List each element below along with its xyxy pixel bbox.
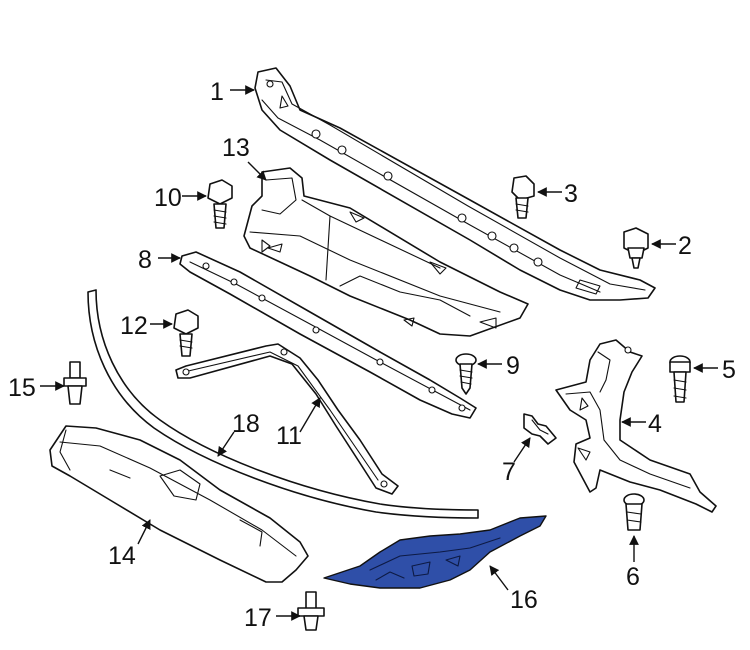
callout-12: 12 [120,312,148,340]
callout-16: 16 [510,586,538,614]
callout-14: 14 [108,542,136,570]
callout-13: 13 [222,134,250,162]
callout-6: 6 [626,563,640,591]
fastener-9-screw [455,353,477,395]
part-4-side-bracket [555,339,717,513]
callout-7: 7 [502,458,516,486]
part-14-cowl-panel [49,425,309,583]
callout-4: 4 [648,410,662,438]
fastener-15-push-pin [63,361,87,405]
fastener-6-bolt [623,493,645,531]
callout-8: 8 [138,246,152,274]
fastener-5-bolt [669,355,691,403]
fastener-3-bolt [511,175,535,219]
callout-11: 11 [276,422,302,450]
part-1-upper-tie-bar [254,67,656,301]
part-11-brace [175,343,399,495]
fastener-2-nut [623,227,649,269]
callout-10: 10 [154,184,182,212]
part-8-lower-bar [179,251,477,419]
callout-3: 3 [564,180,578,208]
callout-18: 18 [232,410,260,438]
fastener-10-bolt [207,179,233,229]
part-18-seal-strip [87,289,479,519]
part-7-clip [523,413,557,445]
callout-2: 2 [678,232,692,260]
part-16-highlighted [323,515,547,589]
callout-9: 9 [506,352,520,380]
callout-15: 15 [8,374,36,402]
callout-17: 17 [244,604,272,632]
fastener-12-bolt [173,309,199,357]
fastener-17-push-pin [297,591,325,631]
part-13-deflector [243,167,529,337]
callout-leaders [40,85,718,621]
callout-5: 5 [722,356,736,384]
callout-1: 1 [210,78,224,106]
callout-labels: 1 2 3 4 5 6 7 8 9 10 11 12 13 14 15 16 1… [8,78,736,632]
